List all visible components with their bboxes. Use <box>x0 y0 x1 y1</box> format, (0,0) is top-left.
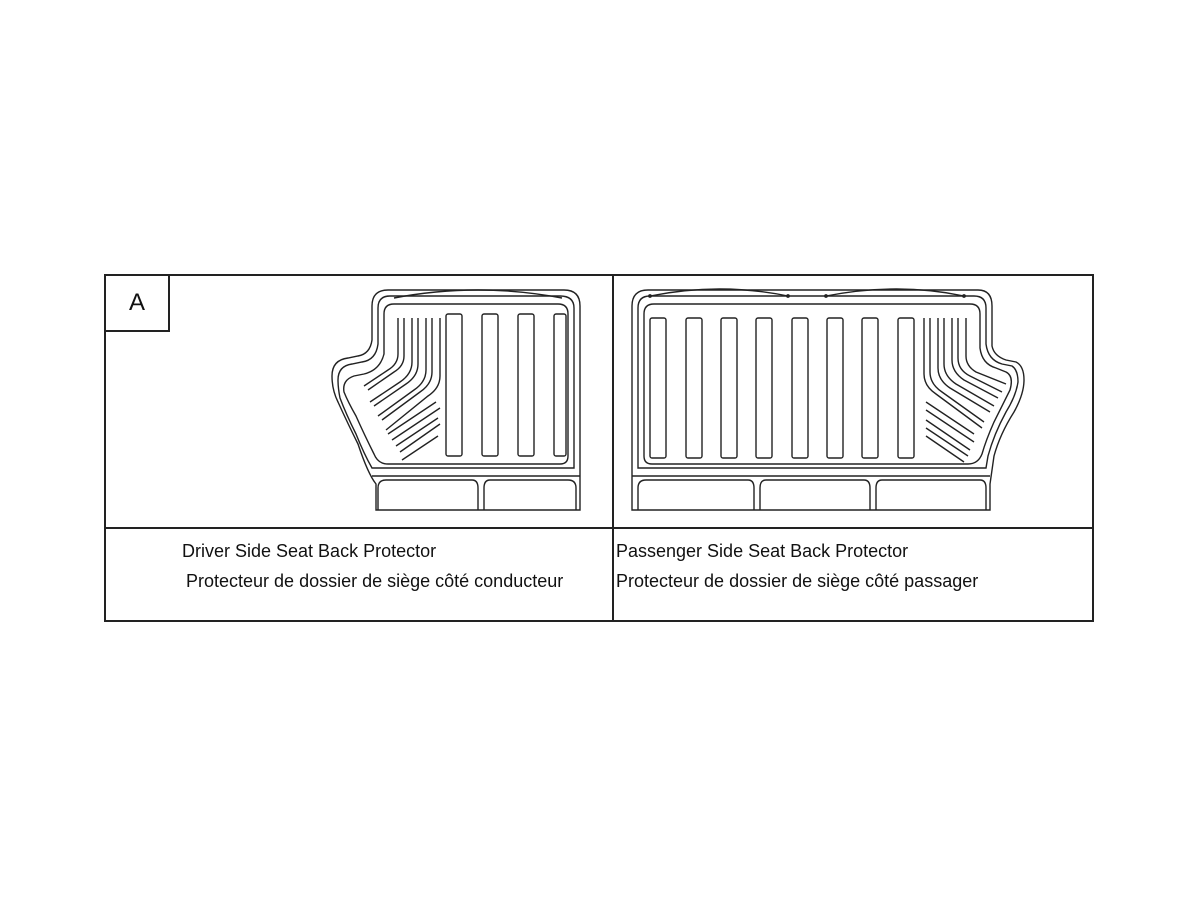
row-divider <box>106 527 1092 529</box>
driver-side-title-en: Driver Side Seat Back Protector <box>182 541 437 561</box>
driver-seat-back-protector-drawing <box>331 289 581 511</box>
passenger-side-caption: Passenger Side Seat Back Protector Prote… <box>616 536 978 596</box>
figure-table: A <box>104 274 1094 622</box>
driver-side-caption: Driver Side Seat Back Protector Protecte… <box>182 536 563 596</box>
figure-label: A <box>106 276 170 332</box>
passenger-side-title-fr: Protecteur de dossier de siège côté pass… <box>616 571 979 591</box>
driver-side-title-fr: Protecteur de dossier de siège côté cond… <box>186 571 564 591</box>
passenger-seat-back-protector-drawing <box>631 288 1025 511</box>
passenger-side-title-en: Passenger Side Seat Back Protector <box>616 541 909 561</box>
column-divider <box>612 276 614 620</box>
